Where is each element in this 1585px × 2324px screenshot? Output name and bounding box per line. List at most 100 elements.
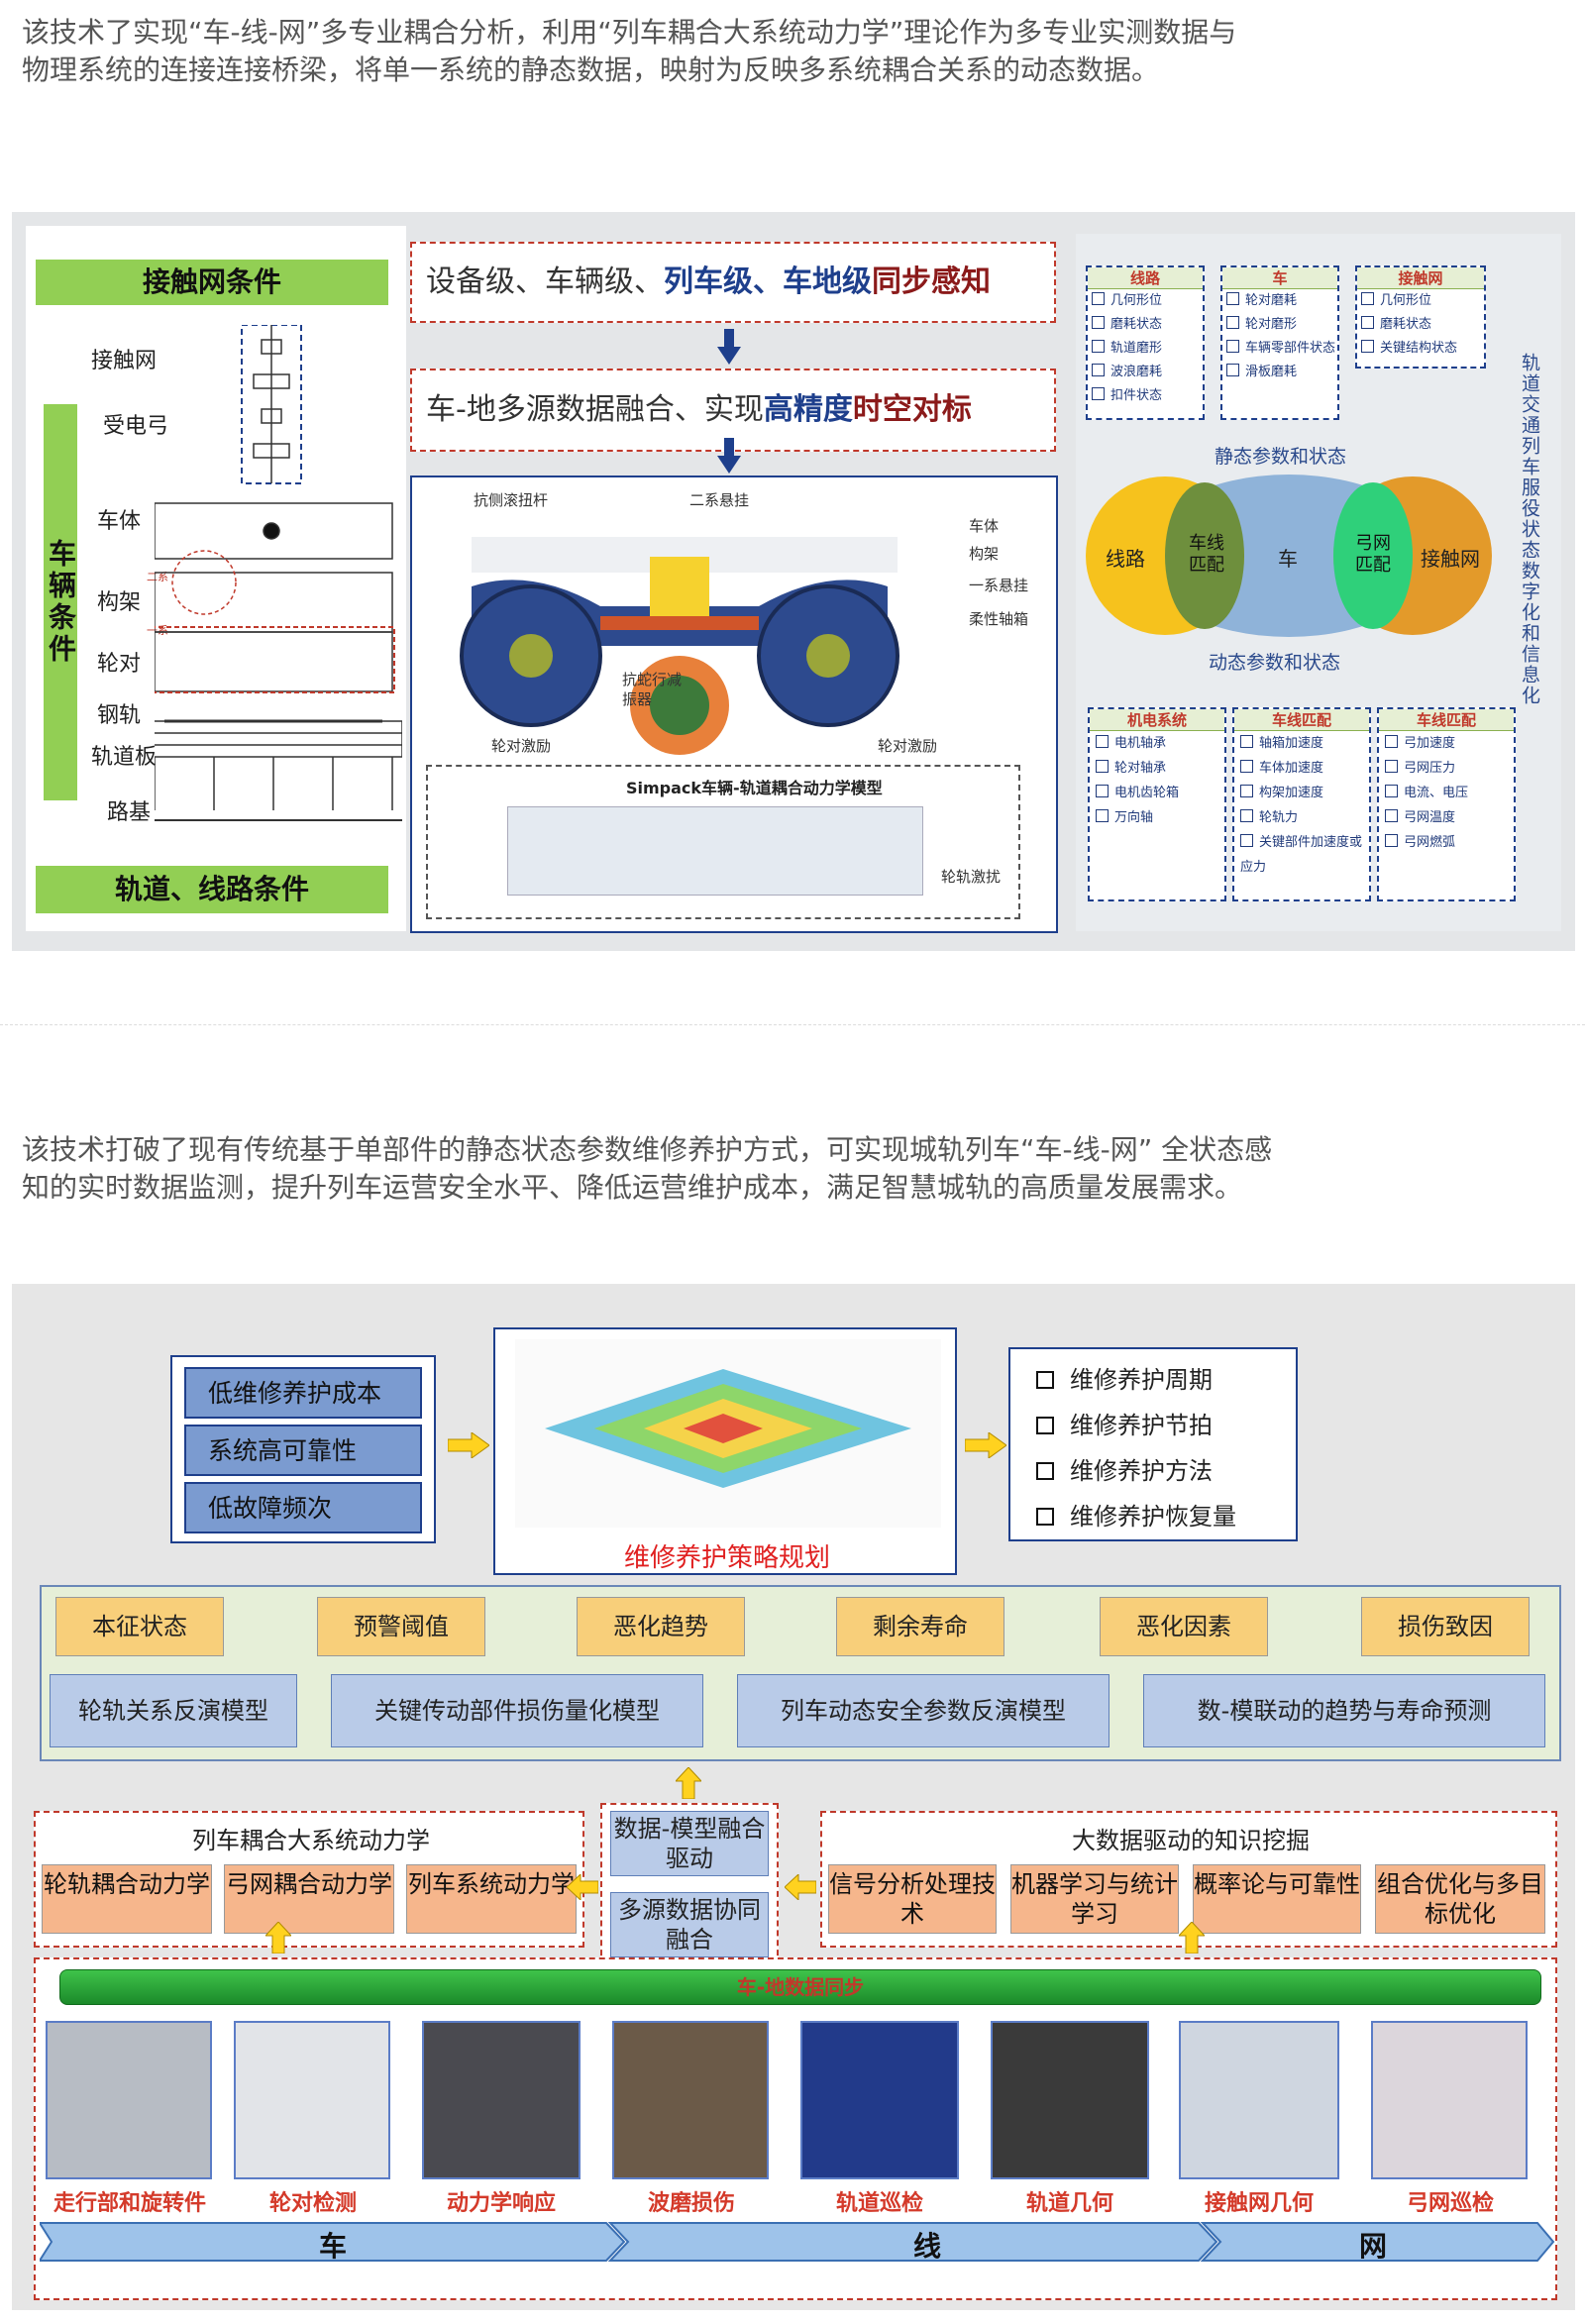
- simpack-model-panel: 抗侧滚扭杆 二系悬挂 车体 构架 一系悬挂 柔性轴箱 抗蛇行减振器 轮对激励 轮…: [410, 475, 1058, 933]
- multi-source-fusion: 多源数据协同融合: [610, 1892, 769, 1957]
- simpack-model-title: Simpack车辆-轨道耦合动力学模型: [626, 779, 883, 797]
- data-model-fusion: 数据-模型融合驱动: [610, 1811, 769, 1876]
- dynamic-params-label: 动态参数和状态: [1209, 652, 1341, 674]
- electromechanical-item: 电机齿轮箱: [1114, 786, 1180, 800]
- state-remaining-life: 剩余寿命: [836, 1597, 1004, 1656]
- caption-wheelset-inspection: 轮对检测: [268, 2191, 357, 2216]
- plan-item: 维修养护周期: [1070, 1366, 1213, 1394]
- intro-paragraph: 该技术了实现“车-线-网”多专业耦合分析，利用“列车耦合大系统动力学”理论作为多…: [22, 14, 1567, 89]
- photo-catenary-geometry: [1179, 2021, 1339, 2179]
- pantograph-match-box: 车线匹配 弓加速度 弓网压力 电流、电压 弓网温度 弓网燃弧: [1377, 707, 1516, 901]
- goal-high-reliability: 系统高可靠性: [184, 1425, 422, 1476]
- catenary-item: 关键结构状态: [1380, 341, 1458, 356]
- train-model-image: [507, 806, 923, 896]
- state-warning-threshold: 预警阈值: [317, 1597, 485, 1656]
- track-item: 扣件状态: [1110, 388, 1163, 403]
- pm-item: 弓网温度: [1404, 810, 1456, 825]
- maintenance-strategy-figure: 低维修养护成本 系统高可靠性 低故障频次 维修养护策略规划 维修养护周期 维修养…: [12, 1284, 1575, 2310]
- catenary-item: 磨耗状态: [1380, 317, 1432, 332]
- electromechanical-box: 机电系统 电机轴承 轮对轴承 电机齿轮箱 万向轴: [1088, 707, 1226, 901]
- dynamics-group-title: 列车耦合大系统动力学: [192, 1827, 430, 1854]
- pm-item: 弓网压力: [1404, 761, 1456, 776]
- service-state-panel: 线路 几何形位 磨耗状态 轨道磨形 波浪磨耗 扣件状态 车 轮对磨耗 轮对磨形 …: [1076, 234, 1561, 931]
- category-arrow-band: [40, 2222, 1555, 2262]
- vehicle-item: 轮对磨形: [1245, 317, 1298, 332]
- track-state-box: 线路 几何形位 磨耗状态 轨道磨形 波浪磨耗 扣件状态: [1086, 265, 1205, 420]
- state-damage-cause: 损伤致因: [1361, 1597, 1530, 1656]
- intro2-line-2: 知的实时数据监测，提升列车运营安全水平、降低运营维护成本，满足智慧城轨的高质量发…: [22, 1171, 1243, 1204]
- wheel-rail-dynamics: 轮轨耦合动力学: [42, 1864, 212, 1934]
- intro-line-1: 该技术了实现“车-线-网”多专业耦合分析，利用“列车耦合大系统动力学”理论作为多…: [22, 16, 1237, 49]
- model-damage-quantification: 关键传动部件损伤量化模型: [331, 1674, 703, 1747]
- label-secondary: 二系: [147, 571, 168, 583]
- up-arrow-icon: [264, 1921, 293, 1954]
- goal-low-cost: 低维修养护成本: [184, 1367, 422, 1419]
- label-car-body: 车体: [969, 517, 1000, 535]
- caption-corrugation-damage: 波磨损伤: [647, 2191, 735, 2216]
- pantograph-match-title: 车线匹配: [1379, 709, 1514, 731]
- photo-track-geometry: [991, 2021, 1149, 2179]
- label-rail: 钢轨: [97, 703, 142, 728]
- caption-track-patrol: 轨道巡检: [835, 2191, 923, 2216]
- plan-item: 维修养护方法: [1070, 1457, 1213, 1485]
- static-params-label: 静态参数和状态: [1215, 446, 1347, 468]
- digitalization-vertical-label: 轨道交通列车服役状态数字化和信息化: [1519, 353, 1540, 706]
- catenary-state-title: 接触网: [1357, 267, 1484, 289]
- analysis-band: 本征状态 预警阈值 恶化趋势 剩余寿命 恶化因素 损伤致因 轮轨关系反演模型 关…: [40, 1585, 1561, 1761]
- catenary-state-box: 接触网 几何形位 磨耗状态 关键结构状态: [1355, 265, 1486, 369]
- state-degradation-factors: 恶化因素: [1100, 1597, 1268, 1656]
- label-flexible-axlebox: 柔性轴箱: [969, 610, 1029, 628]
- state-intrinsic: 本征状态: [55, 1597, 224, 1656]
- signal-analysis: 信号分析处理技术: [828, 1864, 997, 1934]
- electromechanical-item: 万向轴: [1114, 810, 1154, 825]
- up-arrow-icon: [1177, 1921, 1207, 1954]
- right-arrow-icon: [964, 1431, 1007, 1459]
- electromechanical-item: 电机轴承: [1114, 736, 1167, 751]
- right-arrow-icon: [447, 1431, 490, 1459]
- label-subgrade: 路基: [107, 800, 152, 825]
- sync-sensing-text-a: 设备级、车辆级、: [426, 264, 664, 299]
- label-frame: 构架: [97, 590, 142, 615]
- pm-item: 弓网燃弧: [1404, 835, 1456, 850]
- vehicle-ground-sync-bar: 车-地数据同步: [59, 1969, 1541, 2005]
- simpack-model-box: Simpack车辆-轨道耦合动力学模型 轮轨激扰: [426, 765, 1020, 919]
- label-wheel-excitation-left: 轮对激励: [491, 737, 552, 755]
- down-arrow-icon: [717, 329, 741, 365]
- electromechanical-item: 轮对轴承: [1114, 761, 1167, 776]
- plan-items-box: 维修养护周期 维修养护节拍 维修养护方法 维修养护恢复量: [1008, 1347, 1298, 1541]
- photo-dynamic-response: [422, 2021, 581, 2179]
- goal-low-failure: 低故障频次: [184, 1482, 422, 1533]
- strategy-planning-title: 维修养护策略规划: [623, 1543, 830, 1573]
- data-acquisition-section: 车-地数据同步 走行部和旋转件 轮对检测 动力学响应 波磨损伤 轨道巡检 轨道几…: [34, 1957, 1557, 2300]
- up-arrow-icon: [674, 1766, 703, 1800]
- data-fusion-text-b: 高精度: [763, 392, 853, 427]
- vtm-item: 构架加速度: [1259, 786, 1324, 800]
- vehicle-track-schematic: [155, 325, 402, 821]
- track-item: 磨耗状态: [1110, 317, 1163, 332]
- pantograph-catenary-dynamics: 弓网耦合动力学: [224, 1864, 394, 1934]
- photo-wheelset-inspection: [234, 2021, 390, 2179]
- electromechanical-title: 机电系统: [1090, 709, 1224, 731]
- vehicle-item: 滑板磨耗: [1245, 365, 1298, 379]
- vehicle-state-box: 车 轮对磨耗 轮对磨形 车辆零部件状态 滑板磨耗: [1220, 265, 1339, 420]
- caption-catenary-geometry: 接触网几何: [1204, 2191, 1314, 2216]
- dynamics-group: 列车耦合大系统动力学 轮轨耦合动力学 弓网耦合动力学 列车系统动力学: [34, 1811, 584, 1948]
- knowledge-mining-title: 大数据驱动的知识挖掘: [1072, 1827, 1310, 1854]
- caption-running-gear: 走行部和旋转件: [53, 2191, 206, 2216]
- photo-track-patrol: [800, 2021, 959, 2179]
- state-degradation-trend: 恶化趋势: [577, 1597, 745, 1656]
- data-fusion-text-c: 时空对标: [852, 392, 972, 427]
- intro-line-2: 物理系统的连接连接桥梁，将单一系统的静态数据，映射为反映多系统耦合关系的动态数据…: [22, 53, 1160, 86]
- combinatorial-optimization: 组合优化与多目标优化: [1375, 1864, 1545, 1934]
- track-item: 波浪磨耗: [1110, 365, 1163, 379]
- strategy-planning-box: 维修养护策略规划: [493, 1327, 957, 1575]
- label-yaw-damper: 抗蛇行减振器: [622, 671, 683, 708]
- vtm-item: 关键部件加速度或应力: [1240, 835, 1363, 875]
- probability-reliability: 概率论与可靠性: [1193, 1864, 1361, 1934]
- label-catenary: 接触网: [91, 349, 158, 373]
- label-wheel-excitation-right: 轮对激励: [878, 737, 938, 755]
- label-bogie-frame: 构架: [969, 545, 1000, 563]
- photo-pantograph-patrol: [1371, 2021, 1528, 2179]
- goals-box: 低维修养护成本 系统高可靠性 低故障频次: [170, 1355, 436, 1543]
- sync-sensing-text-b: 列车级、车地级: [664, 264, 872, 299]
